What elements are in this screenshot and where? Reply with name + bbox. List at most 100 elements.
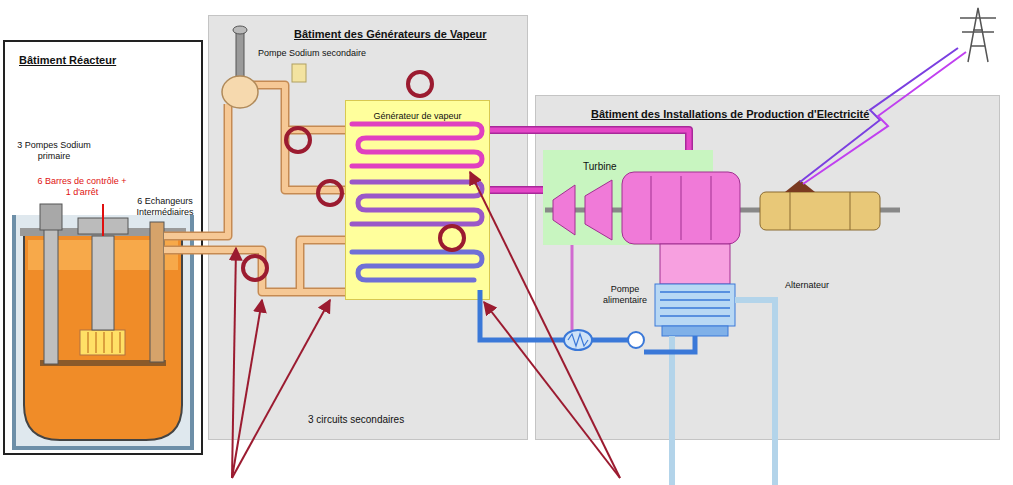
feedwater-pipe <box>568 334 588 346</box>
reactor-vessel <box>14 215 192 448</box>
part-label: 6 Barres de contrôle + 1 d'arrêt <box>36 176 128 198</box>
steam-pipe-core <box>490 188 543 193</box>
alternator <box>760 180 880 230</box>
reactor-vessel <box>88 332 120 353</box>
tube-bundle <box>352 252 482 280</box>
tube-bundle <box>352 182 482 224</box>
secondary-sodium-pump <box>222 26 306 108</box>
building-panel: Bâtiment des Générateurs de VapeurGénéra… <box>208 15 528 440</box>
reactor-vessel <box>150 222 164 362</box>
reactor-vessel <box>40 360 166 366</box>
label-holder: Pompe alimentaire <box>596 284 654 306</box>
turbine-set <box>651 176 711 240</box>
turbine-set <box>585 180 612 240</box>
box-label: Générateur de vapeur <box>373 111 461 122</box>
turbine-box: Turbine <box>543 150 713 245</box>
label-holder: 6 Echangeurs Intermédiaires <box>130 196 200 218</box>
highlight-circle <box>408 72 432 96</box>
tube-bundle <box>352 124 482 280</box>
feedwater-pipe <box>672 300 775 485</box>
secondary-sodium-pipe <box>164 85 345 292</box>
pointer-arrow <box>232 300 330 478</box>
steam-pipe <box>490 130 689 150</box>
highlight-circle <box>243 72 464 280</box>
pointer-arrow <box>232 248 236 478</box>
pointer-arrow <box>232 300 262 478</box>
box-label: Turbine <box>583 161 617 173</box>
part-label: Pompe alimentaire <box>596 284 654 306</box>
part-label: Pompe Sodium secondaire <box>258 48 393 59</box>
turbine-set <box>662 326 728 336</box>
part-label: Alternateur <box>785 280 865 291</box>
reactor-vessel <box>20 228 186 236</box>
steam-pipe-outline <box>490 186 543 194</box>
highlight-circle <box>243 256 267 280</box>
building-panel: Bâtiment des Installations de Production… <box>535 95 1000 440</box>
power-line <box>960 8 996 62</box>
tube-bundle <box>352 124 482 166</box>
highlight-circle <box>440 226 464 250</box>
part-label: 3 Pompes Sodium primaire <box>14 140 94 162</box>
building-panel: Bâtiment Réacteur <box>3 40 203 455</box>
label-holder: 3 Pompes Sodium primaire <box>14 140 94 162</box>
turbine-set <box>660 292 730 316</box>
pointer-arrow <box>470 172 620 478</box>
reactor-vessel <box>28 240 178 270</box>
building-title: Bâtiment Réacteur <box>19 54 116 67</box>
reactor-vessel <box>80 330 125 355</box>
secondary-sodium-pump <box>233 26 247 34</box>
turbine-set <box>553 185 575 235</box>
power-line <box>803 52 966 184</box>
turbine-set <box>545 172 900 336</box>
label-holder: Alternateur <box>785 280 865 291</box>
turbine-set <box>622 172 740 244</box>
turbine-set <box>545 208 900 213</box>
alternator <box>760 192 880 230</box>
secondary-sodium-pipe <box>164 240 345 292</box>
secondary-sodium-pump <box>222 76 258 108</box>
label-holder: 6 Barres de contrôle + 1 d'arrêt <box>36 176 128 198</box>
turbine-set <box>655 284 735 326</box>
secondary-sodium-pipe <box>164 104 228 236</box>
feedwater-pipe <box>628 332 644 348</box>
label-holder: Pompe Sodium secondaire <box>258 48 393 59</box>
power-line <box>800 8 996 184</box>
steam-generator-box: Générateur de vapeur <box>345 100 490 300</box>
reactor-vessel <box>102 204 104 236</box>
reactor-vessel <box>40 204 62 230</box>
highlight-circle <box>286 128 310 152</box>
alternator <box>785 180 815 192</box>
building-title: Bâtiment des Installations de Production… <box>591 108 869 121</box>
building-title: Bâtiment des Générateurs de Vapeur <box>294 28 487 41</box>
feedwater-pipe <box>480 245 775 485</box>
pointer-arrow <box>232 172 620 478</box>
reactor-vessel <box>78 218 128 234</box>
alternator <box>790 192 850 230</box>
secondary-sodium-pipe <box>252 85 345 190</box>
power-line <box>800 48 958 182</box>
label-holder: 3 circuits secondaires <box>308 414 458 426</box>
feedwater-pipe <box>564 330 592 350</box>
secondary-sodium-pump <box>292 64 306 82</box>
part-label: 6 Echangeurs Intermédiaires <box>130 196 200 218</box>
steam-pipe-outline <box>490 130 689 150</box>
secondary-sodium-pipe <box>164 104 228 236</box>
secondary-sodium-pipe <box>252 85 345 190</box>
reactor-vessel <box>14 204 192 448</box>
turbine-set <box>660 244 730 284</box>
reactor-vessel <box>44 224 58 364</box>
feedwater-pipe <box>480 290 695 352</box>
highlight-circle <box>318 181 342 205</box>
steam-pipe <box>490 190 543 191</box>
secondary-sodium-pipe <box>164 240 345 292</box>
secondary-sodium-pump <box>236 32 244 78</box>
feedwater-pipe <box>571 245 574 330</box>
part-label: 3 circuits secondaires <box>308 414 458 426</box>
steam-pipe-core <box>490 130 689 150</box>
reactor-vessel <box>24 235 182 440</box>
pointer-arrow <box>484 302 620 478</box>
